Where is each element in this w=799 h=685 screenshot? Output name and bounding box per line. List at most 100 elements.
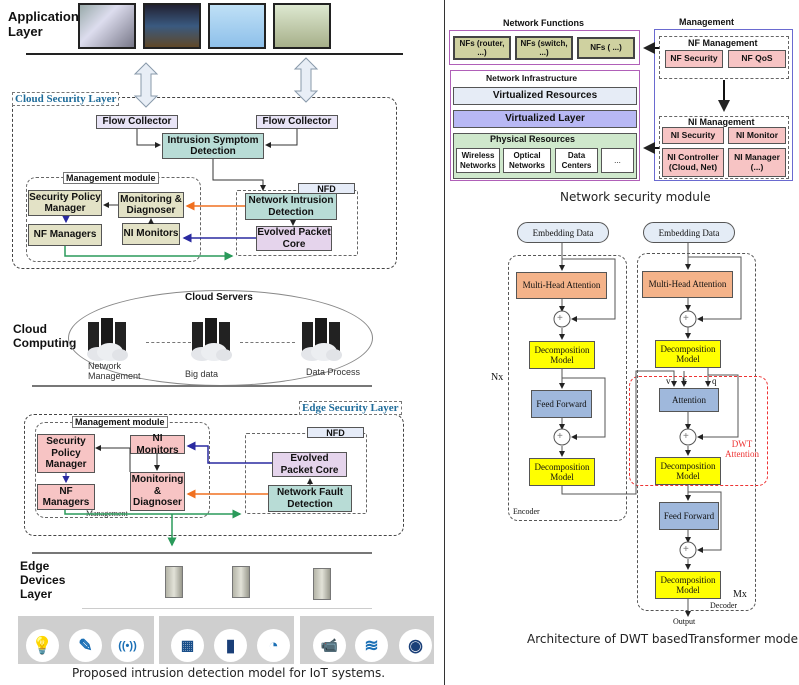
smart-bulb-icon: ✎	[69, 629, 102, 662]
bulb-icon: 💡	[26, 629, 59, 662]
cloud-security-layer-title: Cloud Security Layer	[12, 92, 120, 106]
add-symbol: +	[683, 431, 689, 442]
physical-resources-title: Physical Resources	[490, 134, 576, 144]
power-grid-image	[78, 3, 136, 49]
car-location-icon: ◉	[399, 629, 432, 662]
nf-switch: NFs (switch, ...)	[515, 36, 573, 60]
edge-devices-layer-label: Edge Devices Layer	[20, 559, 65, 601]
edge-device-icon	[232, 566, 250, 598]
edge-ni-monitors: NI Monitors	[130, 433, 185, 456]
flow-collector-left: Flow Collector	[96, 115, 178, 129]
server-label-network-management: Network Management	[88, 361, 141, 382]
cloud-evolved-packet-core: Evolved Packet Core	[256, 226, 332, 251]
management-title: Management	[679, 17, 735, 27]
cloud-computing-label: Cloud Computing	[13, 322, 77, 351]
ni-monitor: NI Monitor	[728, 127, 786, 144]
server-icon	[190, 316, 232, 362]
flow-collector-right: Flow Collector	[256, 115, 338, 129]
decoder-decomposition-1: Decomposition Model	[655, 340, 721, 368]
control-room-image	[143, 3, 201, 49]
edge-device-icon	[313, 568, 331, 600]
solar-panel-icon: ▦	[171, 629, 204, 662]
camera-icon: 📹	[313, 629, 346, 662]
edge-monitoring-diagnoser: Monitoring & Diagnoser	[130, 472, 185, 511]
intrusion-symptom-detection: Intrusion Symptom Detection	[162, 133, 264, 159]
nf-security: NF Security	[665, 50, 723, 68]
label-line: Layer	[20, 586, 53, 601]
divider	[32, 385, 372, 387]
application-layer-label: Application Layer	[8, 9, 79, 40]
cloud-servers-title: Cloud Servers	[185, 292, 253, 303]
virtualized-resources: Virtualized Resources	[453, 87, 637, 105]
edge-nfd-box	[245, 433, 367, 514]
ni-management-title: NI Management	[688, 117, 755, 127]
virtualized-layer: Virtualized Layer	[453, 110, 637, 128]
nf-qos: NF QoS	[728, 50, 786, 68]
wireless-networks: Wireless Networks	[456, 148, 500, 173]
decoder-feed-forward: Feed Forward	[659, 502, 719, 530]
cloud-nfd-box	[236, 190, 358, 256]
decoder-repeat-label: Mx	[733, 589, 747, 600]
server-label-data-process: Data Process	[306, 367, 361, 377]
divider	[26, 53, 403, 55]
add-symbol: +	[557, 313, 563, 324]
ni-management-box	[659, 116, 789, 179]
edge-security-policy-manager: Security Policy Manager	[37, 434, 95, 473]
edge-management-module-title: Management module	[72, 416, 168, 428]
label-line: Computing	[13, 335, 77, 350]
encoder-feed-forward: Feed Forward	[531, 390, 592, 418]
server-icon	[86, 316, 128, 362]
add-symbol: +	[683, 544, 689, 555]
server-link	[146, 342, 191, 343]
encoder-label: Encoder	[513, 507, 540, 516]
encoder-decomposition-2: Decomposition Model	[529, 458, 595, 486]
attention-input-q: q	[712, 376, 717, 386]
broadcast-icon: ((•))	[111, 629, 144, 662]
network-functions-title: Network Functions	[503, 18, 585, 28]
network-fault-detection: Network Fault Detection	[268, 485, 352, 512]
server-icon	[300, 316, 342, 362]
decoder-decomposition-3: Decomposition Model	[655, 571, 721, 599]
decoder-multi-head-attention: Multi-Head Attention	[642, 271, 733, 298]
network-intrusion-detection: Network Intrusion Detection	[245, 193, 337, 220]
cloud-nf-managers: NF Managers	[28, 224, 102, 246]
dwt-attention-label: DWT Attention	[725, 439, 759, 459]
ni-manager: NI Manager (...)	[728, 148, 786, 177]
label-line: Cloud	[13, 322, 47, 336]
optical-networks: Optical Networks	[503, 148, 551, 173]
smart-devices-image	[208, 3, 266, 49]
cloud-ni-monitors: NI Monitors	[122, 223, 180, 245]
nf-management-box	[659, 36, 789, 79]
decoder-label: Decoder	[710, 601, 738, 610]
encoder-repeat-label: Nx	[491, 372, 504, 383]
left-caption: Proposed intrusion detection model for I…	[72, 666, 386, 680]
nf-management-title: NF Management	[688, 38, 758, 48]
server-label-big-data: Big data	[185, 369, 219, 379]
server-link	[240, 342, 295, 343]
management-label: Management	[86, 509, 128, 518]
label-line: Edge	[20, 559, 50, 573]
edge-security-layer-box	[24, 414, 404, 536]
decoder-embedding-data: Embedding Data	[643, 222, 735, 243]
attention-input-v: v	[666, 376, 671, 386]
right-bottom-caption: Architecture of DWT basedTransformer mod…	[527, 632, 799, 646]
cloud-management-module-title: Management module	[63, 172, 159, 184]
encoder-decomposition-1: Decomposition Model	[529, 341, 595, 369]
more-resources: ...	[601, 148, 634, 173]
label-line: Layer	[8, 23, 43, 39]
network-infrastructure-box	[450, 70, 640, 181]
device-bus-line	[82, 608, 372, 609]
cloud-security-layer-box	[12, 97, 397, 269]
network-infrastructure-title: Network Infrastructure	[486, 73, 578, 83]
gas-tank-icon: ▮	[214, 629, 247, 662]
edge-nfd-title: NFD	[307, 427, 364, 438]
add-symbol: +	[557, 431, 563, 442]
decoder-attention: Attention	[659, 388, 719, 412]
smart-home-image	[273, 3, 331, 49]
nf-router: NFs (router, ...)	[453, 36, 511, 60]
output-label: Output	[673, 617, 696, 626]
management-box	[654, 29, 793, 181]
ni-controller: NI Controller (Cloud, Net)	[662, 148, 724, 177]
edge-security-layer-title: Edge Security Layer	[299, 401, 402, 415]
edge-nf-managers: NF Managers	[37, 484, 95, 510]
